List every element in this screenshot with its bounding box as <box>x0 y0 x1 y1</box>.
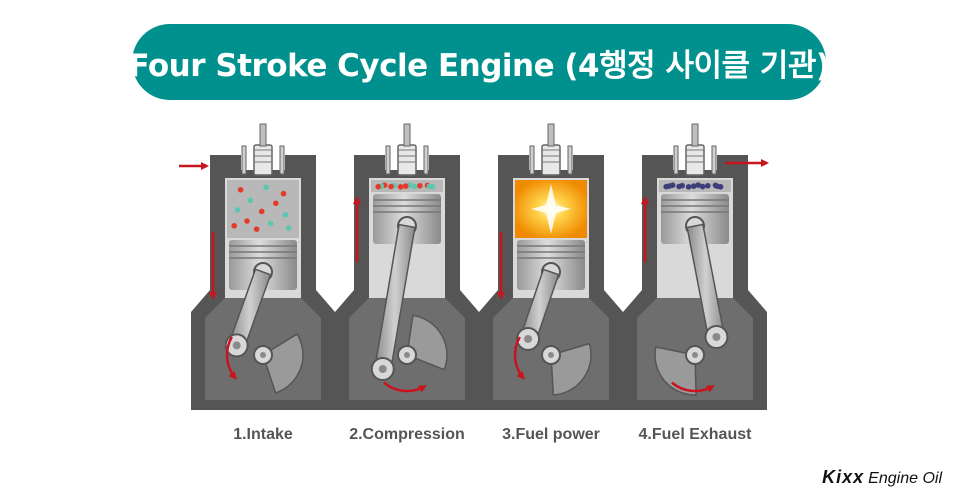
crankshaft-hole <box>692 352 698 358</box>
exhaust-valve <box>279 145 285 175</box>
gas-particle <box>282 211 289 218</box>
gas-particle <box>695 182 701 188</box>
crank-pin-hole <box>378 365 387 373</box>
intake-valve <box>529 145 535 175</box>
gas-particle <box>253 226 260 232</box>
gas-particle <box>375 183 382 190</box>
spark-plug-terminal <box>547 123 555 147</box>
gas-particle <box>267 220 274 227</box>
gas-particle <box>234 207 241 213</box>
gas-particle <box>690 183 697 189</box>
intake-valve <box>673 145 679 175</box>
crank-counterweight <box>550 342 592 396</box>
crank-counterweight <box>262 333 304 394</box>
gas-particle <box>685 184 692 190</box>
gas-particle <box>663 183 669 190</box>
crank-pin-hole <box>232 341 241 350</box>
crank-pin-hole <box>524 334 533 343</box>
brand-logo-text: Engine Oil <box>868 470 942 487</box>
gas-particle <box>407 182 414 188</box>
gas-particle <box>411 183 418 190</box>
engine-stage-1: 1.Intake <box>179 123 335 443</box>
brand-logo-mark: Kixx <box>822 467 865 487</box>
gas-particle <box>285 225 292 231</box>
stage-label: 1.Intake <box>233 426 293 443</box>
stage-label: 2.Compression <box>349 426 465 443</box>
crank-pin-hole <box>712 333 721 342</box>
rotation-arrow <box>671 381 715 393</box>
crankshaft-hole <box>548 352 554 358</box>
gas-particle <box>417 182 423 189</box>
gas-particle <box>676 183 682 190</box>
stage-label: 3.Fuel power <box>502 426 600 443</box>
gas-particle <box>429 184 436 190</box>
intake-valve <box>241 145 247 175</box>
spark-plug-terminal <box>259 123 267 147</box>
spark-plug-terminal <box>403 123 411 147</box>
gas-particle <box>705 182 711 189</box>
explosion-burst <box>531 184 571 234</box>
engine-stage-4: 4.Fuel Exhaust <box>623 123 769 443</box>
engine-stage-2: 2.Compression <box>335 123 479 443</box>
engine-stage-3: 3.Fuel power <box>479 123 623 443</box>
gas-particle <box>247 197 253 204</box>
gas-particle <box>280 190 287 197</box>
gas-particle <box>258 208 265 215</box>
stage-label: 4.Fuel Exhaust <box>639 426 753 443</box>
exhaust-valve <box>423 145 429 175</box>
gas-particle <box>397 184 404 190</box>
gas-particle <box>231 223 237 229</box>
intake-valve <box>385 145 391 175</box>
gas-particle <box>402 183 409 189</box>
rotation-arrow <box>513 336 525 380</box>
gas-particle <box>717 184 724 190</box>
crankshaft-hole <box>260 352 266 358</box>
title-banner: Four Stroke Cycle Engine (4행정 사이클 기관) <box>128 24 830 100</box>
exhaust-valve <box>711 145 717 175</box>
crankshaft-hole <box>404 352 410 358</box>
gas-particle <box>699 183 706 190</box>
gas-particle <box>244 218 250 224</box>
gas-particle <box>388 183 394 190</box>
gas-particle <box>237 187 244 193</box>
gas-particle <box>273 200 279 207</box>
rotation-arrow <box>383 381 427 393</box>
diagram-title: Four Stroke Cycle Engine (4행정 사이클 기관) <box>128 47 830 84</box>
rotation-arrow <box>225 336 237 380</box>
spark-plug-terminal <box>691 123 699 147</box>
gas-particle <box>263 184 270 191</box>
crank-counterweight <box>406 314 448 371</box>
exhaust-valve <box>567 145 573 175</box>
